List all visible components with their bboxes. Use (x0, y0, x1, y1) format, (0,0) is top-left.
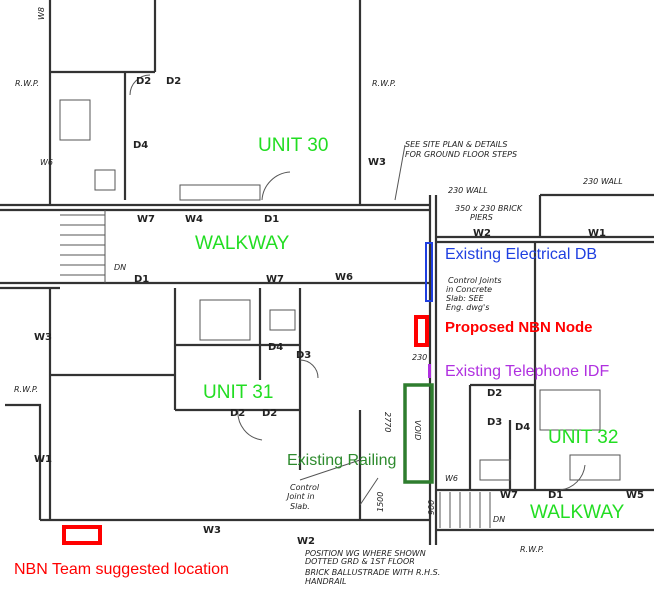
svg-text:D1: D1 (264, 214, 279, 225)
svg-text:D1: D1 (548, 490, 563, 501)
svg-text:D2: D2 (166, 76, 181, 87)
svg-text:D4: D4 (515, 422, 530, 433)
walls (0, 0, 654, 545)
svg-text:D4: D4 (268, 342, 283, 353)
svg-text:W5: W5 (626, 490, 644, 501)
svg-text:1500: 1500 (376, 492, 385, 512)
svg-text:W2: W2 (297, 536, 315, 547)
svg-text:R.W.P.: R.W.P. (15, 79, 39, 88)
svg-text:230: 230 (412, 353, 427, 362)
unit-32-label: UNIT 32 (548, 427, 619, 448)
svg-text:W3: W3 (368, 157, 386, 168)
railing-label: Existing Railing (287, 452, 397, 469)
plan-labels: W8 W6 D2 D2 D4 W7 W4 D1 W3 R.W.P. R.W.P.… (14, 7, 644, 586)
svg-text:Control: Control (290, 483, 320, 492)
nbn-suggested-location-marker (62, 525, 102, 545)
svg-text:W4: W4 (185, 214, 203, 225)
svg-text:W7: W7 (266, 274, 284, 285)
svg-text:D4: D4 (133, 140, 148, 151)
svg-text:Eng. dwg's: Eng. dwg's (446, 303, 489, 312)
svg-text:W3: W3 (203, 525, 221, 536)
svg-text:D2: D2 (487, 388, 502, 399)
unit-31-label: UNIT 31 (203, 382, 274, 403)
svg-text:D2: D2 (262, 408, 277, 419)
telephone-idf-label: Existing Telephone IDF (445, 363, 610, 380)
telephone-idf-marker (428, 364, 431, 378)
nbn-suggested-label: NBN Team suggested location (14, 561, 229, 578)
unit-30-label: UNIT 30 (258, 135, 329, 156)
svg-text:D3: D3 (296, 350, 311, 361)
svg-text:FOR GROUND FLOOR STEPS: FOR GROUND FLOOR STEPS (405, 150, 517, 159)
svg-text:DN: DN (493, 515, 505, 524)
svg-text:DOTTED GRD & 1ST FLOOR: DOTTED GRD & 1ST FLOOR (305, 557, 415, 566)
svg-text:W7: W7 (500, 490, 518, 501)
svg-text:D2: D2 (136, 76, 151, 87)
svg-text:HANDRAIL: HANDRAIL (305, 577, 346, 586)
svg-text:VOID: VOID (413, 420, 422, 440)
svg-text:W8: W8 (37, 7, 46, 20)
svg-text:W2: W2 (473, 228, 491, 239)
railing-marker (403, 383, 434, 484)
svg-text:900: 900 (427, 500, 436, 515)
svg-text:R.W.P.: R.W.P. (14, 385, 38, 394)
svg-text:R.W.P.: R.W.P. (372, 79, 396, 88)
svg-text:230 WALL: 230 WALL (583, 177, 623, 186)
svg-text:W6: W6 (40, 158, 53, 167)
svg-text:W6: W6 (445, 474, 458, 483)
svg-text:Slab: SEE: Slab: SEE (446, 294, 485, 303)
walkway-bottom-label: WALKWAY (530, 502, 625, 523)
svg-text:D2: D2 (230, 408, 245, 419)
svg-text:POSITION WG WHERE SHOWN: POSITION WG WHERE SHOWN (305, 549, 426, 558)
svg-text:W3: W3 (34, 332, 52, 343)
walkway-top-label: WALKWAY (195, 233, 290, 254)
svg-text:DN: DN (114, 263, 126, 272)
svg-text:Joint in: Joint in (285, 492, 315, 501)
svg-text:230 WALL: 230 WALL (448, 186, 488, 195)
svg-text:SEE SITE PLAN & DETAILS: SEE SITE PLAN & DETAILS (405, 140, 507, 149)
nbn-node-marker (414, 315, 429, 347)
svg-text:D1: D1 (134, 274, 149, 285)
svg-text:in Concrete: in Concrete (446, 285, 492, 294)
svg-text:W6: W6 (335, 272, 353, 283)
svg-text:PIERS: PIERS (470, 213, 493, 222)
svg-text:2770: 2770 (383, 412, 392, 432)
svg-text:D3: D3 (487, 417, 502, 428)
svg-text:350 x 230 BRICK: 350 x 230 BRICK (455, 204, 523, 213)
nbn-node-label: Proposed NBN Node (445, 319, 593, 336)
svg-text:Control Joints: Control Joints (448, 276, 502, 285)
svg-text:Slab.: Slab. (290, 502, 310, 511)
electrical-db-marker (425, 242, 433, 302)
electrical-db-label: Existing Electrical DB (445, 246, 598, 263)
svg-text:W1: W1 (34, 454, 52, 465)
svg-text:W7: W7 (137, 214, 155, 225)
svg-text:R.W.P.: R.W.P. (520, 545, 544, 554)
svg-text:BRICK BALLUSTRADE WITH R.H.S.: BRICK BALLUSTRADE WITH R.H.S. (305, 568, 440, 577)
svg-text:W1: W1 (588, 228, 606, 239)
